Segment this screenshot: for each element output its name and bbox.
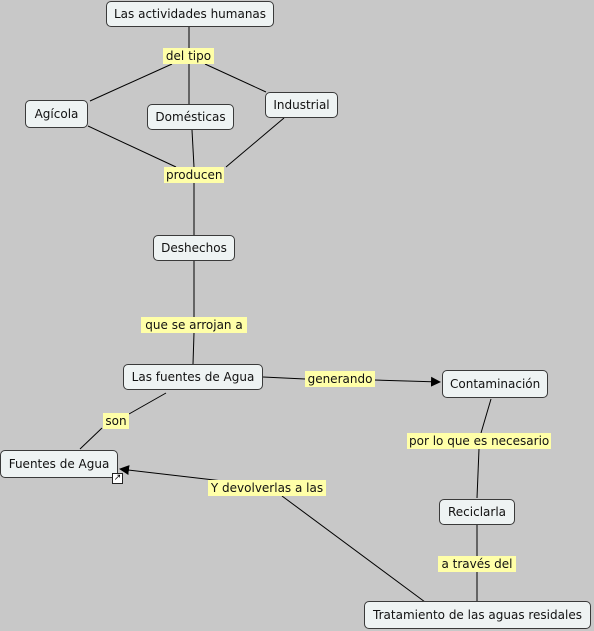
connector-del-tipo-industrial [204, 63, 267, 93]
link-que-se-arrojan-a[interactable]: que se arrojan a [141, 317, 247, 333]
concept-agricola[interactable]: Agícola [25, 100, 88, 128]
connector-arrojan-fuentes [192, 332, 195, 365]
link-del-tipo[interactable]: del tipo [163, 48, 214, 64]
concept-reciclarla[interactable]: Reciclarla [439, 499, 515, 525]
connector-agricola-producen [87, 125, 177, 168]
concept-contaminacion[interactable]: Contaminación [442, 370, 548, 398]
connector-contaminacion-porloque [480, 398, 492, 434]
connector-industrial-producen [225, 117, 285, 168]
connector-fuentes-generando [262, 376, 306, 380]
link-producen[interactable]: producen [164, 167, 224, 183]
connector-tratamiento-devolverlas [281, 495, 426, 603]
external-link-icon[interactable]: ↗ [112, 473, 123, 484]
connector-del-tipo-agricola [89, 63, 173, 102]
concept-domesticas[interactable]: Domésticas [147, 104, 234, 130]
concept-deshechos[interactable]: Deshechos [153, 235, 235, 261]
link-generando[interactable]: generando [305, 371, 375, 387]
link-a-traves-del[interactable]: a través del [438, 556, 516, 572]
link-son[interactable]: son [103, 413, 129, 429]
connector-porloque-reciclarla [476, 448, 480, 499]
connector-fuentes-son [128, 392, 167, 415]
concept-fuentes-de-agua[interactable]: Fuentes de Agua [0, 450, 118, 478]
concept-tratamiento[interactable]: Tratamiento de las aguas residales [364, 601, 591, 629]
concept-las-actividades-humanas[interactable]: Las actividades humanas [106, 1, 274, 27]
connector-generando-contaminacion [373, 376, 441, 387]
link-por-lo-que-es-necesario[interactable]: por lo que es necesario [407, 433, 551, 449]
concept-las-fuentes-de-agua[interactable]: Las fuentes de Agua [123, 364, 263, 390]
concept-industrial[interactable]: Industrial [265, 92, 338, 118]
connector-son-fuentes-agua [79, 427, 103, 450]
connector-domesticas-producen [191, 129, 195, 168]
link-y-devolverlas-a-las[interactable]: Y devolverlas a las [208, 480, 326, 496]
